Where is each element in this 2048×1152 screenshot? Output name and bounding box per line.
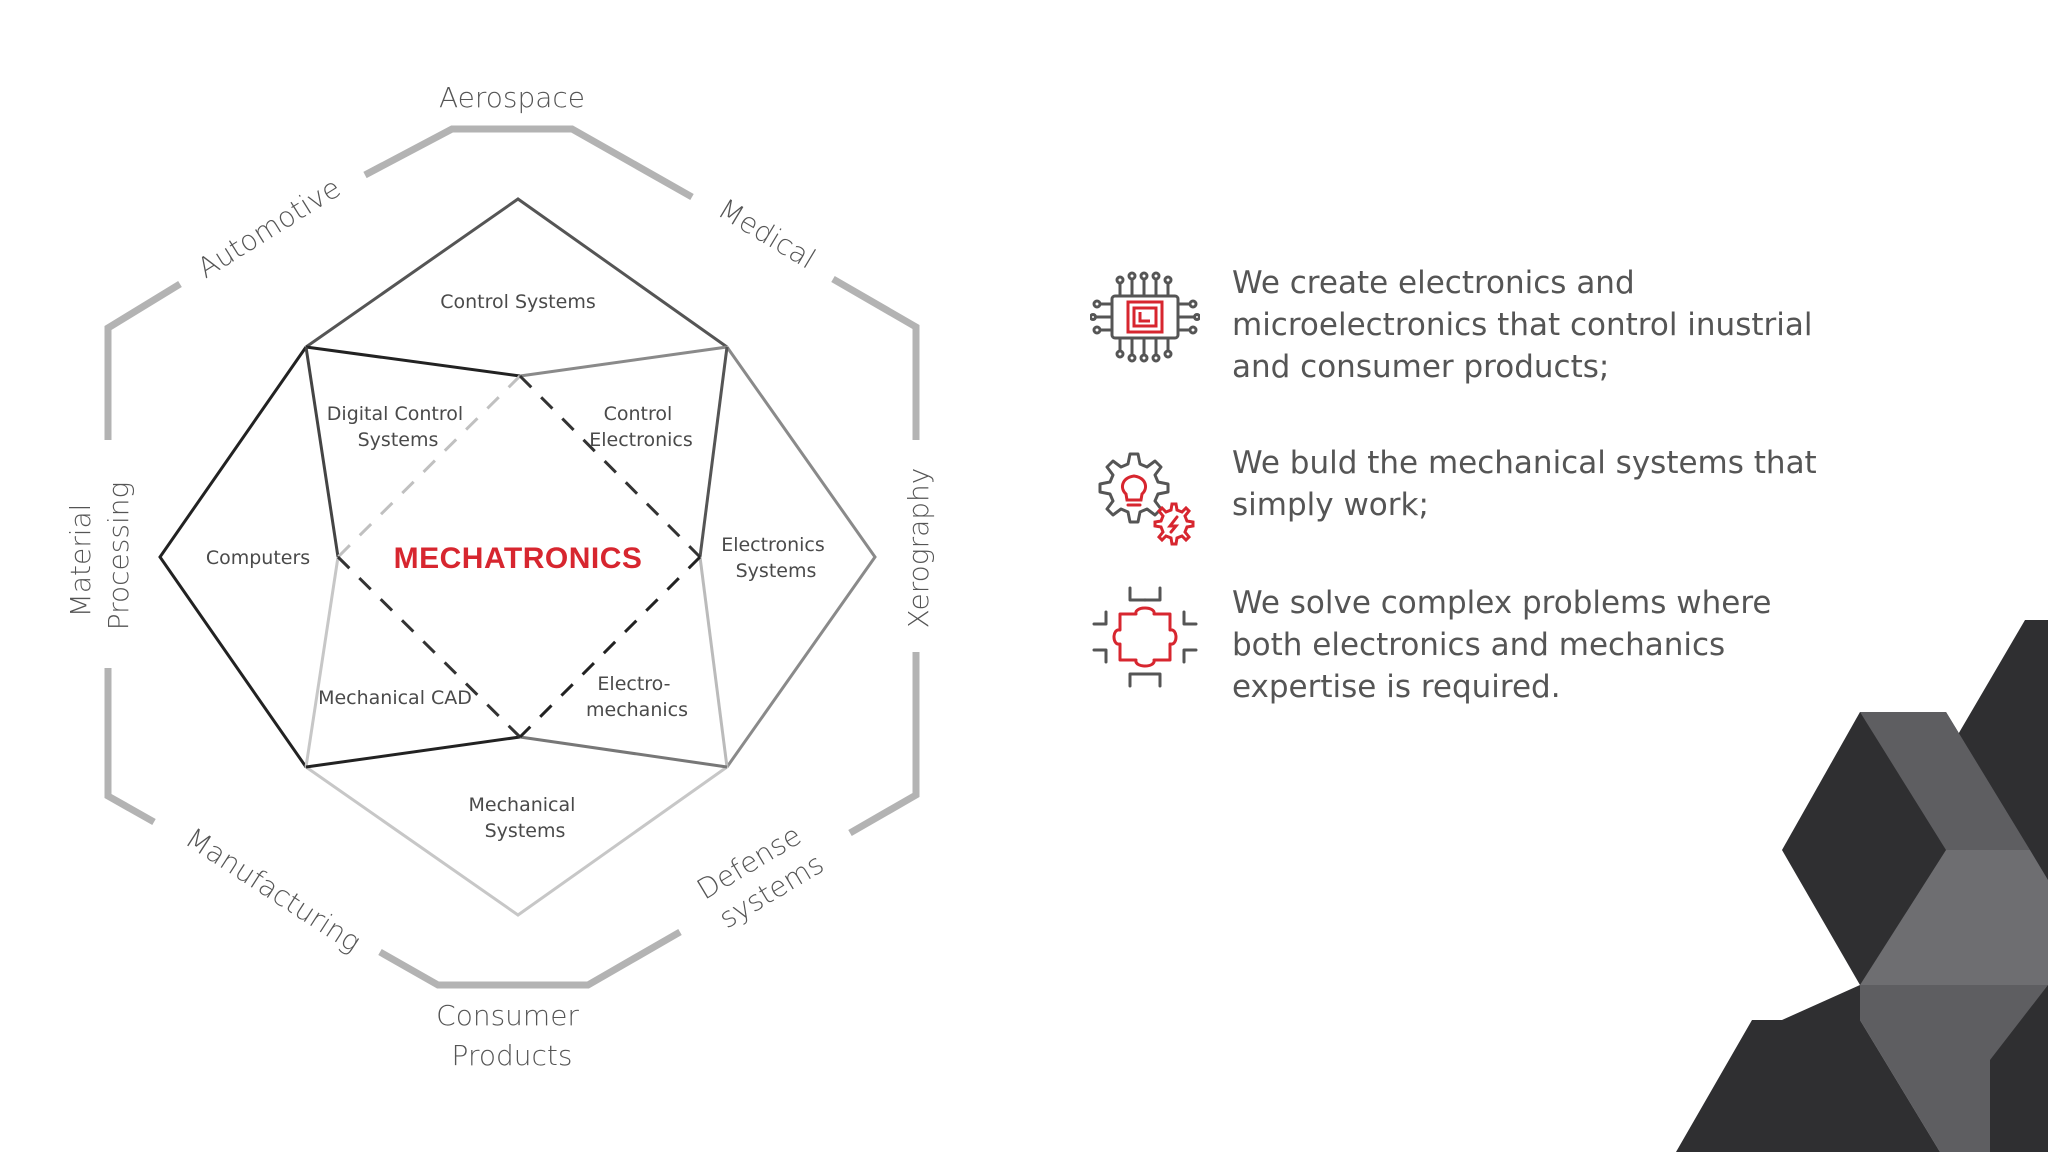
field-electronics-systems-line1: Electronics bbox=[721, 534, 825, 556]
ring-segment-top-right bbox=[831, 275, 920, 440]
field-electromechanics-line2: mechanics bbox=[586, 699, 688, 721]
field-outlines bbox=[158, 197, 877, 917]
industry-defense: Defense systems bbox=[691, 814, 833, 937]
diamond-edge-bottom-right bbox=[518, 555, 702, 739]
gear-lightbulb-icon bbox=[1098, 452, 1195, 546]
cube-mid-mid bbox=[1860, 712, 2030, 850]
cube-low-dark-b bbox=[1782, 985, 1860, 1020]
capability-electronics-line3: and consumer products; bbox=[1232, 349, 1610, 385]
edge-bottom-left bbox=[305, 735, 521, 769]
industry-consumer-products: Consumer Products bbox=[436, 999, 588, 1072]
capability-item-electronics: We create electronics and microelectroni… bbox=[1090, 262, 1850, 388]
ring-segment-bottom-left bbox=[104, 668, 156, 826]
field-mechanical-systems-line1: Mechanical bbox=[469, 794, 576, 816]
cube-low-right-dark bbox=[1990, 985, 2048, 1152]
edge-right-upper bbox=[698, 346, 729, 558]
capability-mechanical-line2: simply work; bbox=[1232, 487, 1429, 523]
industry-medical: Medical bbox=[712, 192, 821, 276]
ring-segment-right bbox=[848, 652, 920, 837]
industry-manufacturing: Manufacturing bbox=[180, 821, 367, 959]
microchip-icon bbox=[1090, 271, 1200, 363]
edge-top-right bbox=[519, 345, 728, 378]
cube-top-right-dark bbox=[1946, 620, 2048, 895]
field-digital-control-line2: Systems bbox=[358, 429, 439, 451]
center-mechatronics: MECHATRONICS bbox=[394, 542, 643, 575]
field-computers: Computers bbox=[206, 547, 310, 569]
field-digital-control-line1: Digital Control bbox=[327, 403, 463, 425]
industry-automotive: Automotive bbox=[192, 171, 347, 285]
capability-text-electronics: We create electronics and microelectroni… bbox=[1232, 262, 1832, 388]
edge-top-left bbox=[305, 345, 521, 378]
diamond-edge-top-left bbox=[336, 374, 522, 559]
industry-material-line2: Processing bbox=[102, 482, 135, 631]
industry-aerospace: Aerospace bbox=[439, 81, 585, 114]
diamond-edge-top-right bbox=[518, 374, 702, 559]
edge-bottom-right bbox=[519, 735, 728, 769]
capability-mechanical-line1: We buld the mechanical systems that bbox=[1232, 445, 1817, 481]
capability-problem-line3: expertise is required. bbox=[1232, 669, 1561, 705]
capability-electronics-line1: We create electronics and bbox=[1232, 265, 1635, 301]
capability-text-mechanical: We buld the mechanical systems that simp… bbox=[1232, 442, 1832, 526]
capability-item-problem-solving: We solve complex problems where both ele… bbox=[1090, 582, 1850, 708]
field-electronics-systems: Electronics Systems bbox=[721, 534, 831, 582]
decorative-cubes bbox=[1676, 620, 2048, 1152]
ring-segment-bottom-right bbox=[378, 928, 682, 989]
field-control-electronics: Control Electronics bbox=[589, 403, 693, 451]
field-control-systems: Control Systems bbox=[440, 291, 595, 313]
capability-item-mechanical: We buld the mechanical systems that simp… bbox=[1090, 442, 1850, 552]
field-control-electronics-line2: Electronics bbox=[589, 429, 693, 451]
ring-segment-left bbox=[104, 281, 182, 440]
industry-consumer-line1: Consumer bbox=[436, 999, 579, 1032]
puzzle-piece-icon bbox=[1092, 586, 1198, 688]
edge-left-lower bbox=[304, 556, 340, 768]
field-mechanical-cad: Mechanical CAD bbox=[318, 687, 472, 709]
outline-electronics-systems bbox=[725, 346, 877, 768]
outline-control-systems bbox=[305, 197, 728, 349]
industry-xerography: Xerography bbox=[902, 468, 935, 629]
inner-diamond bbox=[336, 374, 702, 739]
industry-material-processing: Material Processing bbox=[64, 482, 135, 631]
outline-mechanical-systems bbox=[305, 765, 728, 917]
ring-segment-top bbox=[363, 125, 694, 201]
cube-mid-light bbox=[1860, 850, 2048, 985]
capability-electronics-line2: microelectronics that control inustrial bbox=[1232, 307, 1813, 343]
field-electronics-systems-line2: Systems bbox=[736, 560, 817, 582]
capability-problem-line2: both electronics and mechanics bbox=[1232, 627, 1726, 663]
industry-consumer-line2: Products bbox=[452, 1039, 573, 1072]
capability-problem-line1: We solve complex problems where bbox=[1232, 585, 1772, 621]
diamond-edge-bottom-left bbox=[336, 555, 522, 739]
edge-right-lower bbox=[698, 556, 729, 768]
field-mechanical-systems-line2: Systems bbox=[485, 820, 566, 842]
field-electromechanics-line1: Electro- bbox=[597, 673, 670, 695]
field-control-electronics-line1: Control bbox=[604, 403, 673, 425]
cube-low-dark bbox=[1676, 1020, 1940, 1152]
capability-text-problem-solving: We solve complex problems where both ele… bbox=[1232, 582, 1832, 708]
edge-left-upper bbox=[304, 346, 340, 558]
field-mechanical-systems: Mechanical Systems bbox=[469, 794, 582, 842]
industry-material-line1: Material bbox=[64, 504, 97, 618]
industry-ring bbox=[104, 125, 920, 989]
field-electromechanics: Electro- mechanics bbox=[586, 673, 688, 721]
field-digital-control-systems: Digital Control Systems bbox=[327, 403, 469, 451]
outline-computers bbox=[158, 346, 308, 768]
